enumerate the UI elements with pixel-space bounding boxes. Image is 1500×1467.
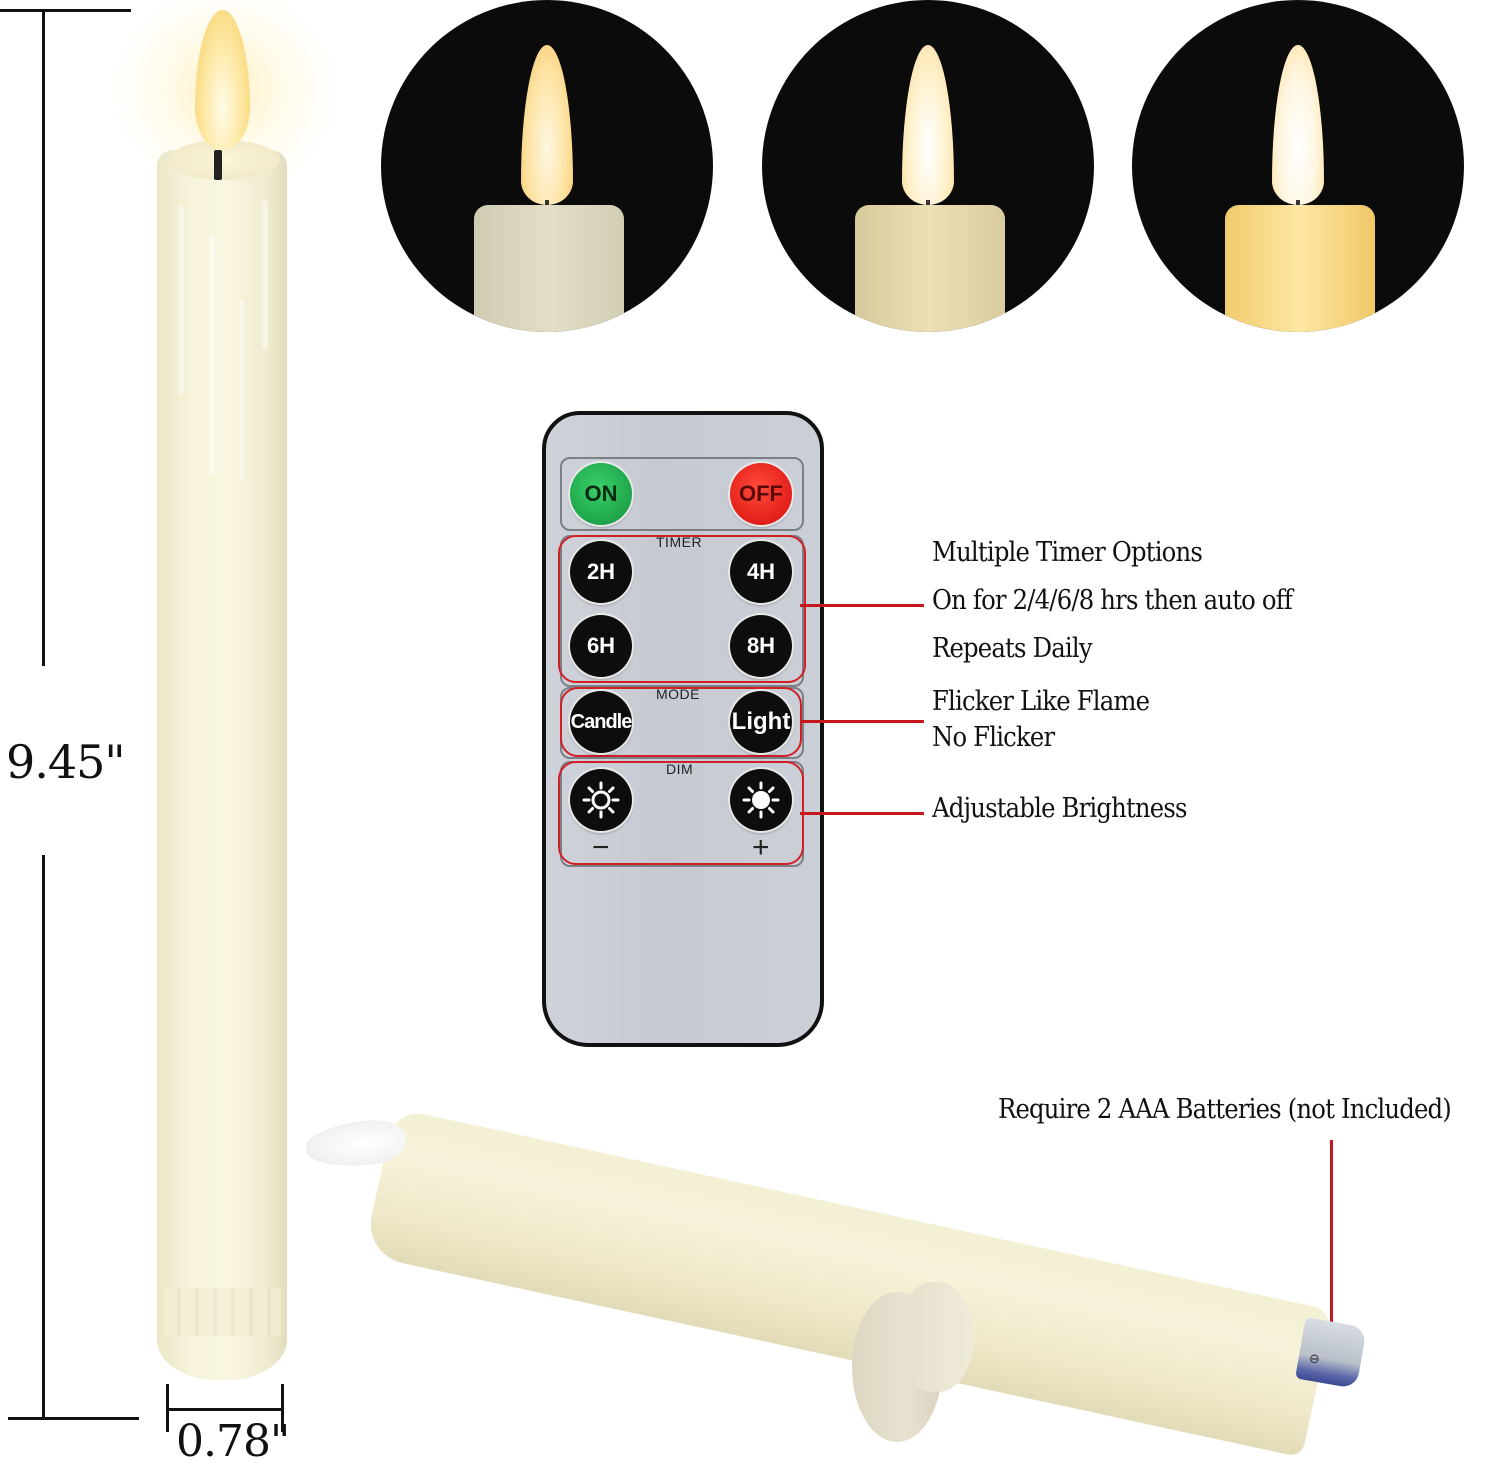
mode-callout-line-1: Flicker Like Flame — [932, 686, 1150, 717]
sun-filled-icon — [742, 781, 780, 819]
wick — [1296, 200, 1300, 206]
timer-callout-line-1: Multiple Timer Options — [932, 537, 1203, 568]
mode-section-label: MODE — [656, 686, 700, 702]
flame-icon — [1272, 45, 1324, 205]
brightness-circle-high — [1132, 0, 1464, 332]
mini-candle — [474, 205, 624, 332]
timer-8h-button[interactable]: 8H — [730, 615, 792, 677]
timer-4h-button[interactable]: 4H — [730, 541, 792, 603]
battery — [1295, 1317, 1367, 1389]
remote-control: ON OFF TIMER 2H 4H 6H 8H MODE Candle Lig… — [542, 411, 824, 1047]
timer-callout-line-3: Repeats Daily — [932, 633, 1093, 664]
flame-icon — [902, 45, 954, 205]
mode-callout-line-2: No Flicker — [932, 722, 1055, 753]
battery-cap — [852, 1282, 974, 1442]
lying-candle-body — [363, 1108, 1334, 1458]
dim-plus-button[interactable] — [730, 769, 792, 831]
wax-drip — [178, 205, 184, 395]
sun-outline-icon — [582, 781, 620, 819]
timer-6h-button[interactable]: 6H — [570, 615, 632, 677]
cap-stem — [902, 1282, 974, 1392]
height-label: 9.45" — [6, 735, 126, 789]
diameter-dim-line — [166, 1408, 284, 1411]
power-panel — [560, 457, 804, 531]
candle-wick — [214, 150, 222, 180]
timer-section-label: TIMER — [656, 534, 703, 550]
height-dim-top-cap — [0, 9, 131, 12]
brightness-circle-low — [381, 0, 713, 332]
dim-leader-line — [800, 812, 924, 815]
candle-body — [157, 150, 287, 1380]
on-button[interactable]: ON — [570, 463, 632, 525]
minus-symbol: − — [592, 831, 610, 864]
height-dim-line-lower — [42, 855, 45, 1420]
timer-callout-line-2: On for 2/4/6/8 hrs then auto off — [932, 585, 1293, 616]
wax-drip — [240, 300, 244, 480]
battery-minus-icon: ⊖ — [1309, 1352, 1320, 1367]
mode-candle-button[interactable]: Candle — [570, 691, 632, 753]
wick — [545, 200, 549, 206]
dim-minus-button[interactable] — [570, 769, 632, 831]
plus-symbol: + — [752, 831, 770, 864]
wick — [926, 200, 930, 206]
wax-drip — [210, 235, 215, 475]
mini-candle — [855, 205, 1005, 332]
height-dim-bottom-cap — [8, 1417, 139, 1420]
brightness-circle-medium — [762, 0, 1094, 332]
diameter-label: 0.78" — [176, 1416, 290, 1467]
dim-callout-line-1: Adjustable Brightness — [932, 793, 1187, 824]
dim-section-label: DIM — [666, 761, 694, 777]
mini-candle — [1225, 205, 1375, 332]
wax-drip — [262, 200, 268, 350]
battery-leader-line — [1330, 1140, 1333, 1360]
timer-2h-button[interactable]: 2H — [570, 541, 632, 603]
mode-light-button[interactable]: Light — [730, 691, 792, 753]
height-dim-line-upper — [42, 9, 45, 666]
off-button[interactable]: OFF — [730, 463, 792, 525]
diameter-dim-right — [281, 1384, 284, 1432]
mode-leader-line — [800, 720, 924, 723]
battery-callout: Require 2 AAA Batteries (not Included) — [998, 1094, 1452, 1125]
flame-icon — [521, 45, 573, 205]
timer-highlight — [558, 535, 806, 683]
timer-leader-line — [800, 604, 924, 607]
candle-base-ridges — [163, 1288, 281, 1336]
